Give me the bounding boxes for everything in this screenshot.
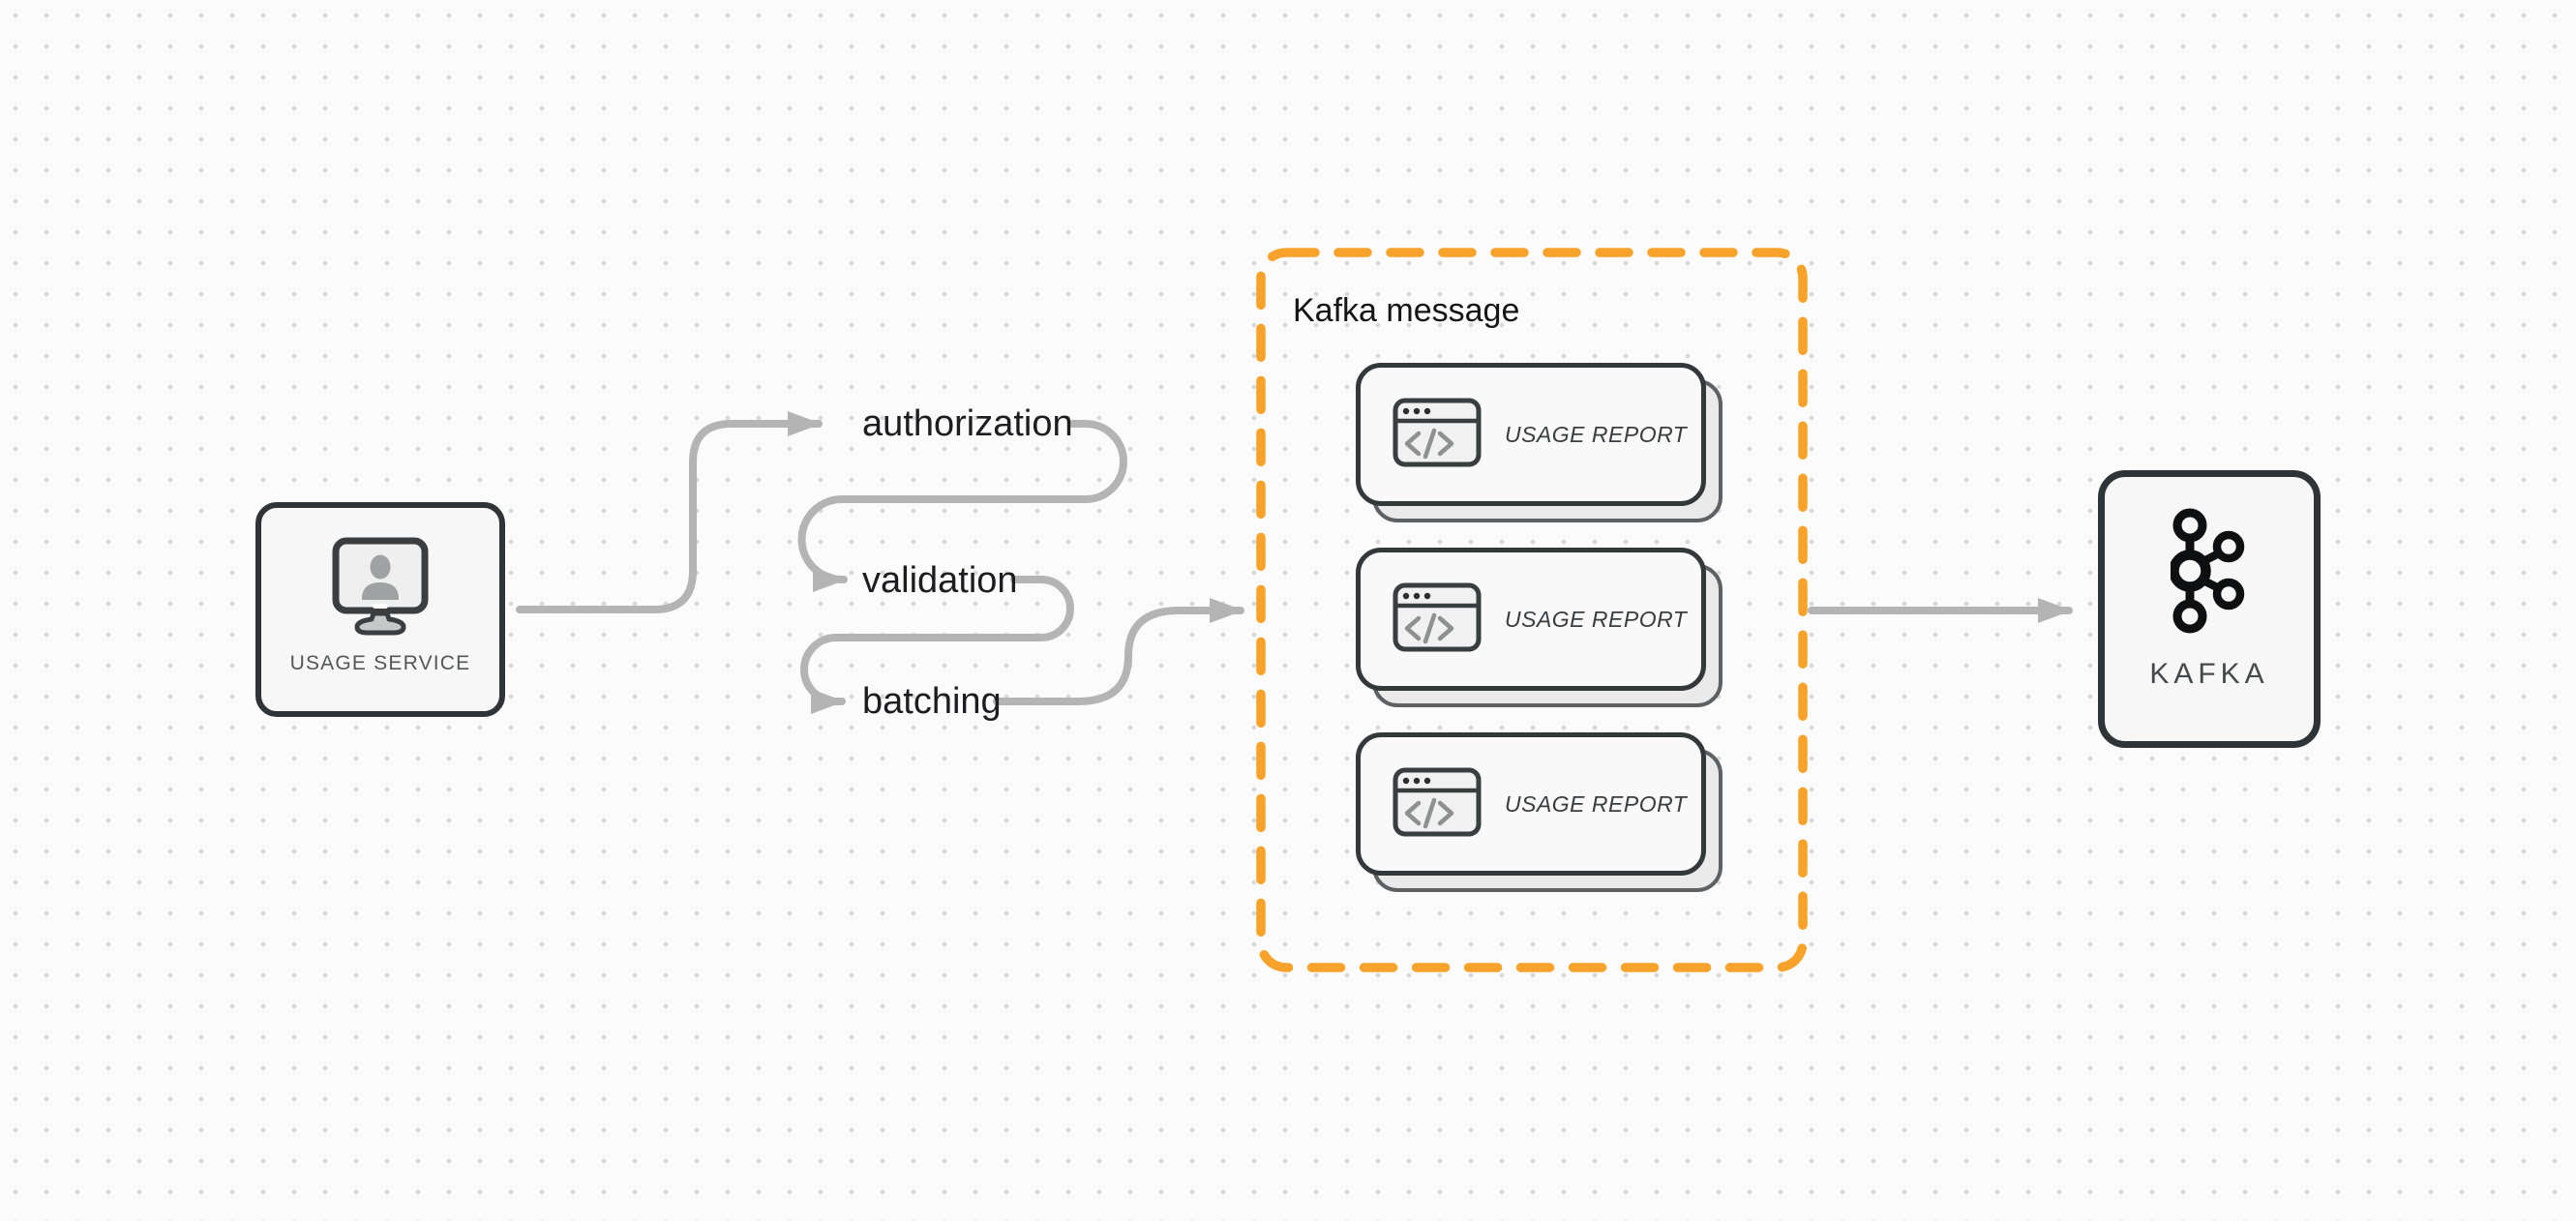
usage-service-label: USAGE SERVICE — [289, 652, 471, 674]
usage-service-node: USAGE SERVICE — [255, 502, 505, 717]
connector-batching-to-kafka-message — [993, 598, 1244, 705]
usage-report-label: USAGE REPORT — [1505, 790, 1688, 817]
code-window-icon — [1393, 398, 1482, 472]
kafka-label: KAFKA — [2149, 658, 2269, 690]
kafka-node: KAFKA — [2098, 470, 2321, 748]
connector-authorization-to-validation — [797, 420, 1127, 592]
usage-report-label: USAGE REPORT — [1505, 421, 1688, 447]
flow-step-batching: batching — [862, 681, 1002, 722]
flow-step-authorization: authorization — [862, 403, 1073, 444]
usage-report-card: USAGE REPORT — [1356, 732, 1722, 892]
code-window-icon — [1393, 767, 1482, 842]
connector-usage-to-authorization — [516, 411, 823, 613]
monitor-user-icon — [332, 537, 429, 642]
flow-step-validation: validation — [862, 560, 1018, 601]
kafka-logo-icon — [2169, 508, 2248, 639]
connector-validation-to-batching — [800, 576, 1074, 714]
usage-report-card: USAGE REPORT — [1356, 363, 1722, 522]
code-window-icon — [1393, 582, 1482, 657]
usage-report-card: USAGE REPORT — [1356, 548, 1722, 707]
usage-report-label: USAGE REPORT — [1505, 606, 1688, 632]
kafka-message-group-border — [1256, 248, 1808, 972]
kafka-message-group-title: Kafka message — [1293, 292, 1520, 329]
